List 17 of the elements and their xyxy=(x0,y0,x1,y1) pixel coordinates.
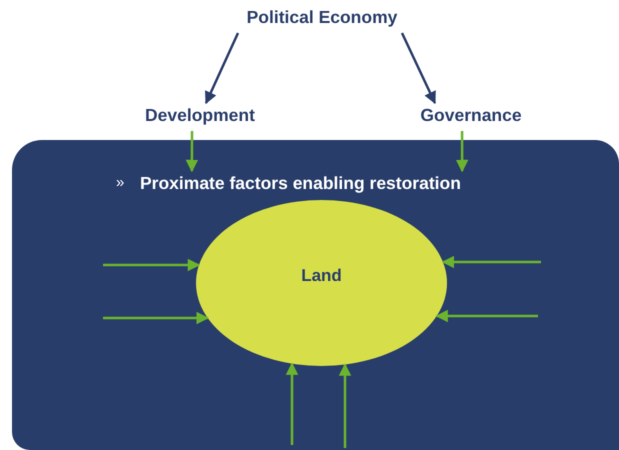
bullet-mark: » xyxy=(116,175,124,190)
ellipse-label: Land xyxy=(301,266,342,284)
arrow xyxy=(442,256,541,268)
factor-label: Political Economy xyxy=(222,6,422,30)
arrow xyxy=(400,32,436,104)
panel-background xyxy=(12,140,619,450)
arrow xyxy=(103,312,209,324)
arrow xyxy=(204,32,240,104)
arrow xyxy=(103,258,200,272)
arrow xyxy=(186,131,198,172)
factor-label: Governance xyxy=(400,104,542,128)
panel-heading: Proximate factors enabling restoration xyxy=(140,172,530,196)
arrow xyxy=(456,131,468,172)
arrow xyxy=(286,362,298,445)
arrow xyxy=(338,363,352,448)
arrow xyxy=(435,310,538,322)
factor-label: Development xyxy=(130,104,270,128)
